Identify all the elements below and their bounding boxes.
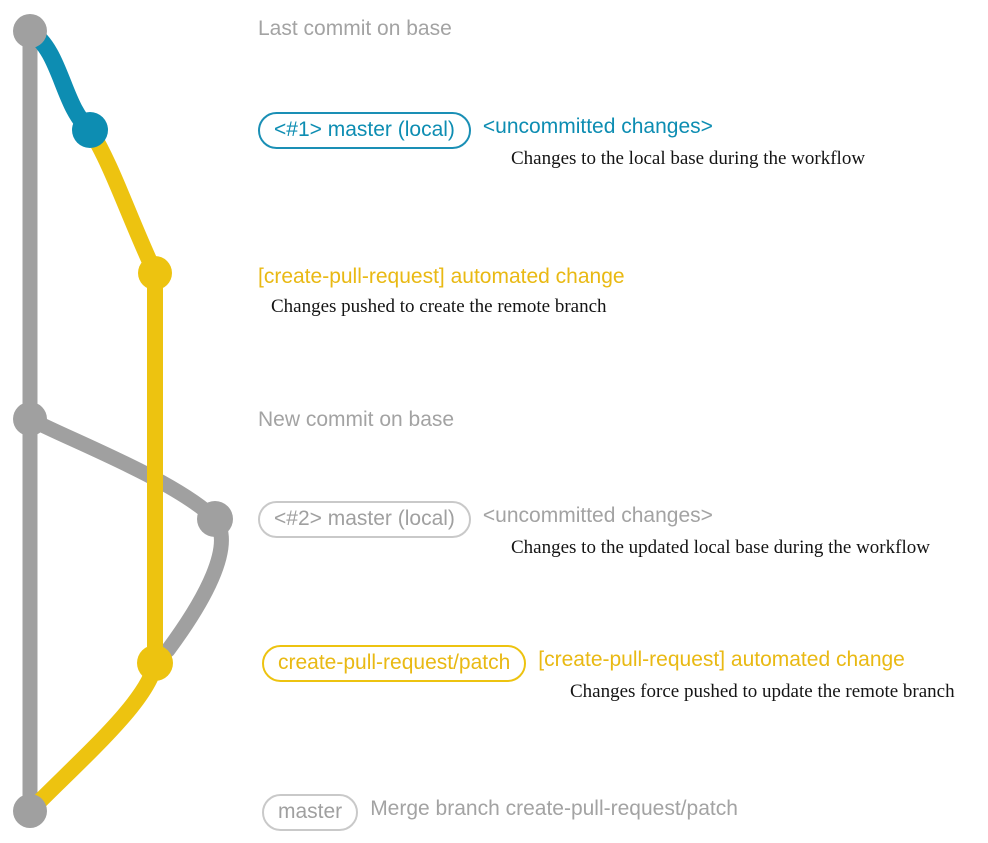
badge-local-master-2[interactable]: <#2> master (local) — [258, 501, 471, 538]
badge-master[interactable]: master — [262, 794, 359, 831]
headline-uncommitted-changes-1: <uncommitted changes> — [482, 115, 713, 138]
headline-uncommitted-changes-2: <uncommitted changes> — [482, 504, 713, 527]
subtext-local-master-2: Changes to the updated local base during… — [511, 537, 930, 558]
badge-local-master-1[interactable]: <#1> master (local) — [258, 112, 471, 149]
subtext-local-master-1: Changes to the local base during the wor… — [511, 148, 866, 169]
label-new-commit-on-base: New commit on base — [258, 408, 455, 431]
row-local-master-1: <#1> master (local) <uncommitted changes… — [258, 112, 713, 149]
headline-automated-change-2: [create-pull-request] automated change — [538, 648, 905, 671]
headline-merge-commit: Merge branch create-pull-request/patch — [370, 797, 738, 820]
subtext-automated-change-2: Changes force pushed to update the remot… — [570, 681, 955, 702]
row-local-master-2: <#2> master (local) <uncommitted changes… — [258, 501, 713, 538]
headline-automated-change-1: [create-pull-request] automated change — [258, 265, 625, 288]
badge-create-pull-request-patch[interactable]: create-pull-request/patch — [262, 645, 527, 682]
label-last-commit-on-base: Last commit on base — [258, 17, 452, 40]
row-merge-commit: master Merge branch create-pull-request/… — [262, 794, 738, 831]
row-automated-change-2: create-pull-request/patch [create-pull-r… — [262, 645, 905, 682]
subtext-automated-change-1: Changes pushed to create the remote bran… — [271, 296, 607, 317]
